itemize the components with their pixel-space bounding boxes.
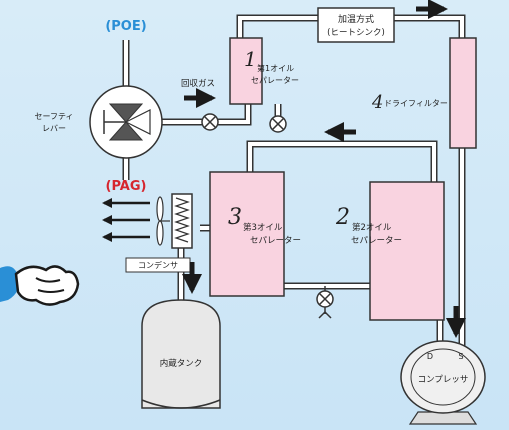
service-valve-separator-1	[269, 115, 287, 133]
hand-mascot-icon	[0, 265, 80, 306]
separator-3-number: 3	[228, 205, 242, 230]
separator-1-label-1: 第1オイル	[257, 63, 294, 73]
separator-3-label-2: セパレーター	[250, 236, 301, 246]
condenser-fan	[156, 196, 170, 246]
oil-separator-2	[369, 181, 445, 321]
dry-filter	[449, 37, 477, 149]
flow-arrows	[102, 0, 466, 338]
separator-2-number: 2	[335, 205, 350, 230]
compressor	[400, 340, 486, 425]
filter-label: ドライフィルター	[384, 99, 448, 108]
tank-label: 内蔵タンク	[160, 358, 203, 369]
filter-number: 4	[371, 92, 383, 113]
separator-1-number: 1	[244, 47, 257, 71]
service-valve-recovery	[201, 113, 219, 131]
separator-1-label-2: セパレーター	[251, 76, 299, 85]
heat-sink-box	[317, 7, 395, 43]
safety-lever-label-2: レバー	[42, 124, 66, 133]
recovery-gas-label: 回収ガス	[181, 78, 215, 89]
pag-label: (PAG)	[106, 179, 147, 194]
compressor-discharge-label: D	[427, 352, 433, 361]
safety-lever-valve	[89, 85, 163, 159]
heat-sink-label-1: 加温方式	[338, 13, 374, 25]
oil-separator-3	[209, 171, 285, 297]
service-valve-between-separators	[316, 286, 334, 319]
heat-sink-label-2: (ヒートシンク)	[327, 28, 385, 38]
compressor-label: コンプレッサ	[418, 375, 469, 385]
separator-2-label-2: セパレーター	[351, 236, 402, 246]
safety-lever-label-1: セーフティ	[34, 112, 73, 121]
poe-label: (POE)	[105, 19, 146, 34]
separator-2-label-1: 第2オイル	[352, 222, 392, 233]
internal-tank	[141, 299, 221, 409]
condenser-coil	[171, 193, 193, 249]
separator-3-label-1: 第3オイル	[243, 222, 283, 233]
compressor-suction-label: S	[458, 352, 463, 361]
condenser-label: コンデンサ	[138, 260, 178, 270]
oil-separator-1	[229, 37, 263, 105]
